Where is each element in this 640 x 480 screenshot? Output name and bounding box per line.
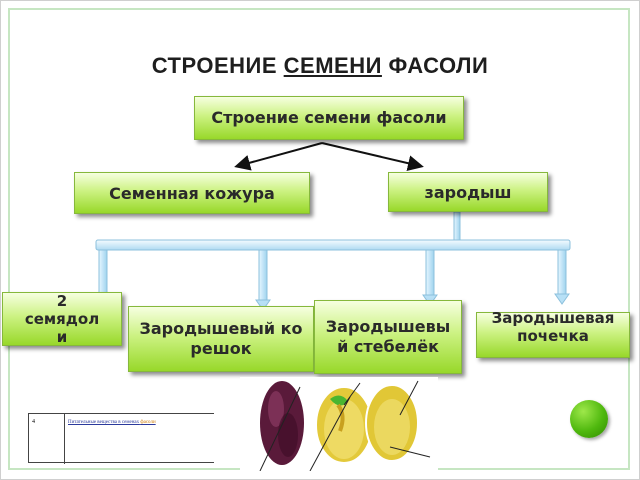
title-word-3: ФАСОЛИ xyxy=(388,53,489,78)
node-root: Строение семени фасоли xyxy=(194,96,464,140)
down-arrow-3 xyxy=(422,249,438,306)
node-seed-coat-label: Семенная кожура xyxy=(109,183,275,203)
node-root-radicle: Зародышевый корешок xyxy=(128,306,314,372)
node-root-radicle-label: Зародышевый корешок xyxy=(139,319,303,358)
doc-row-number: 4 xyxy=(32,419,35,425)
document-snippet: 4 Питательные вещества в семенах фасоли xyxy=(28,413,214,464)
node-cotyledons: 2 семядоли xyxy=(2,292,122,346)
node-root-label: Строение семени фасоли xyxy=(211,108,447,127)
node-stem-label: Зародышевый стебелёк xyxy=(325,317,451,356)
node-stem: Зародышевый стебелёк xyxy=(314,300,462,374)
arrow-to-embryo xyxy=(321,142,424,172)
doc-link-highlight: фасоли xyxy=(140,420,156,425)
node-cotyledons-label: 2 семядоли xyxy=(24,292,100,346)
branch-bar xyxy=(95,239,571,251)
bean-seed-image xyxy=(240,377,438,471)
node-plumule-label: Зародышевая почечка xyxy=(491,309,615,345)
title-word-1: СТРОЕНИЕ xyxy=(151,53,278,78)
slide-title: СТРОЕНИЕ СЕМЕНИ ФАСОЛИ xyxy=(0,53,640,79)
embryo-stem xyxy=(453,211,461,243)
down-arrow-2 xyxy=(255,249,271,311)
node-embryo: зародыш xyxy=(388,172,548,212)
doc-column-separator xyxy=(64,414,65,464)
navigation-circle-button[interactable] xyxy=(570,400,608,438)
down-arrow-4 xyxy=(554,249,570,305)
arrow-to-seed-coat xyxy=(234,142,323,171)
doc-link-text: Питательные вещества в семенах xyxy=(68,420,140,425)
doc-link[interactable]: Питательные вещества в семенах фасоли xyxy=(68,420,156,425)
node-seed-coat: Семенная кожура xyxy=(74,172,310,214)
node-embryo-label: зародыш xyxy=(424,182,512,202)
node-plumule: Зародышевая почечка xyxy=(476,309,630,358)
title-word-2: СЕМЕНИ xyxy=(283,53,382,78)
